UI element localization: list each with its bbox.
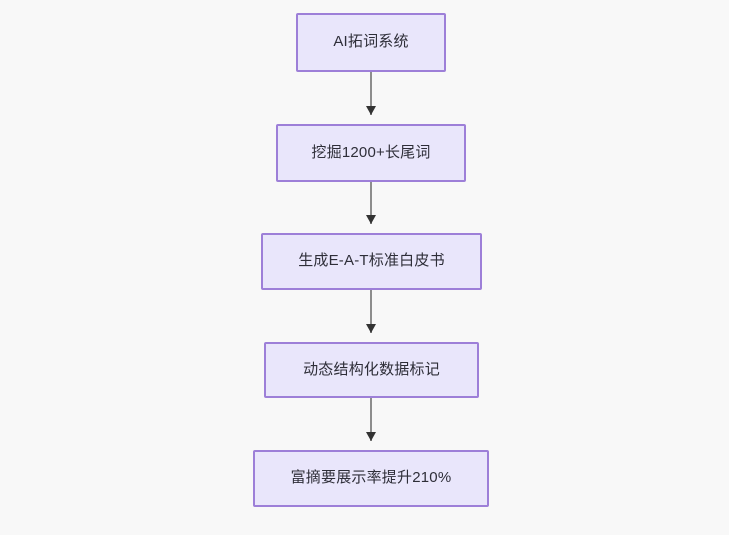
flow-node-structured-data-markup[interactable]: 动态结构化数据标记 [264,342,479,398]
arrowhead-icon [366,106,376,115]
edge-line [370,290,372,333]
edge-line [370,182,372,224]
flow-node-label: 富摘要展示率提升210% [290,469,452,487]
arrowhead-icon [366,215,376,224]
edge-line [370,72,372,115]
arrowhead-icon [366,432,376,441]
flow-node-ai-keyword-system[interactable]: AI拓词系统 [296,13,446,72]
edge-n1-n2 [366,72,376,115]
arrowhead-icon [366,324,376,333]
flow-node-label: AI拓词系统 [333,33,409,51]
edge-n3-n4 [366,290,376,333]
flow-node-label: 挖掘1200+长尾词 [311,143,431,161]
flow-node-rich-snippet-uplift[interactable]: 富摘要展示率提升210% [253,450,489,507]
flow-node-label: 生成E-A-T标准白皮书 [298,252,445,270]
edge-n2-n3 [366,182,376,224]
flow-node-label: 动态结构化数据标记 [303,360,440,378]
flow-node-longtail-keywords[interactable]: 挖掘1200+长尾词 [276,124,466,182]
flow-node-eat-whitepaper[interactable]: 生成E-A-T标准白皮书 [261,233,482,290]
edge-n4-n5 [366,398,376,441]
edge-line [370,398,372,441]
